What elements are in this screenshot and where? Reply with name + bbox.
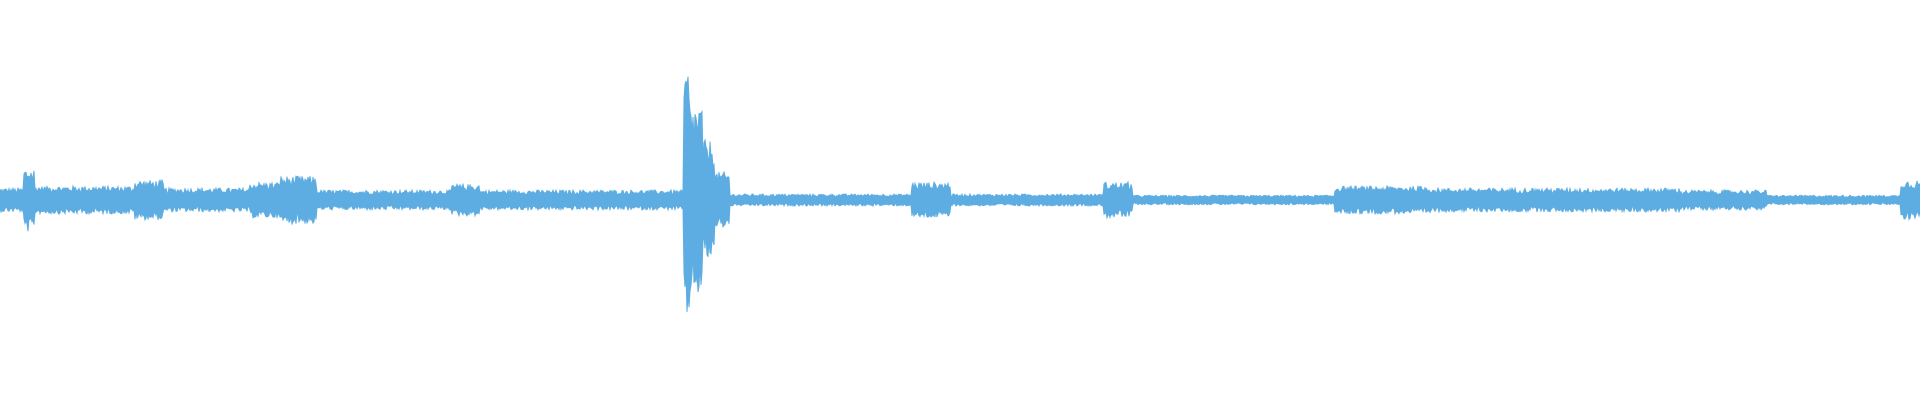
waveform-amplitude-path bbox=[0, 76, 1920, 312]
